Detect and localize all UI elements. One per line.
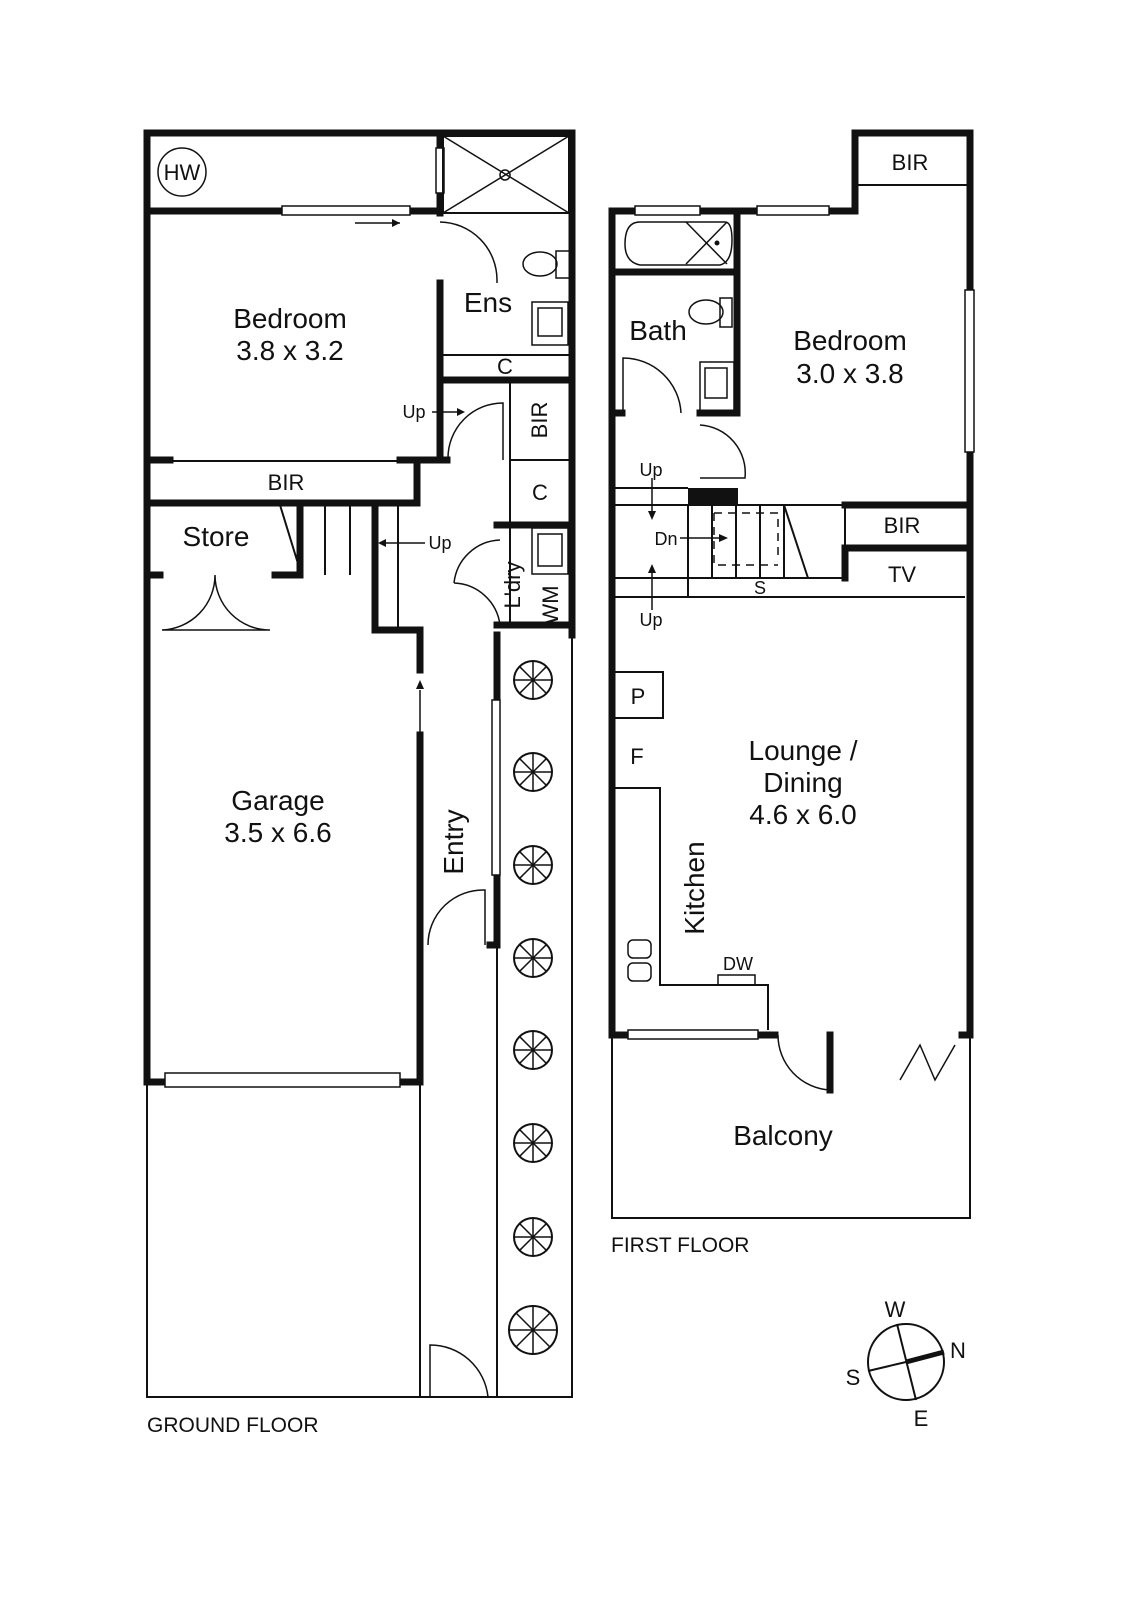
shrub-branch xyxy=(519,1129,534,1144)
wm-label: WM xyxy=(538,585,563,624)
shrub-branch xyxy=(519,864,534,879)
bir-small-label: BIR xyxy=(527,402,552,439)
up-label: Up xyxy=(402,402,425,422)
shrub-branch xyxy=(515,1312,534,1331)
garage-door xyxy=(164,1072,401,1088)
compass-n: N xyxy=(950,1338,966,1363)
bedroom-ff-label: Bedroom xyxy=(793,325,907,356)
storage-label: S xyxy=(754,578,766,598)
bir-top-label: BIR xyxy=(892,150,929,175)
shrub-branch xyxy=(532,1329,551,1348)
shrub-branch xyxy=(532,1142,547,1157)
shrub-branch xyxy=(519,679,534,694)
ground-floor-caption: GROUND FLOOR xyxy=(147,1414,319,1437)
shrub-branch xyxy=(532,758,547,773)
compass-w: W xyxy=(885,1297,906,1322)
tv-label: TV xyxy=(888,562,916,587)
bir-ff-label: BIR xyxy=(884,513,921,538)
bathtub xyxy=(624,221,733,266)
vanity xyxy=(531,301,569,346)
shrub-branch xyxy=(532,1129,547,1144)
bedroom-size: 3.8 x 3.2 xyxy=(236,335,343,366)
up-label-2: Up xyxy=(428,533,451,553)
compass-s: S xyxy=(846,1365,861,1390)
shrub-branch xyxy=(519,1036,534,1051)
shrub-branch xyxy=(519,957,534,972)
cupboard-label: C xyxy=(497,354,513,379)
dw-label: DW xyxy=(723,954,753,974)
shrub-branch xyxy=(532,1236,547,1251)
shrub-branch xyxy=(515,1329,534,1348)
shrub-branch xyxy=(519,1142,534,1157)
shrub-branch xyxy=(532,1223,547,1238)
balcony-label: Balcony xyxy=(733,1120,833,1151)
shrub-branch xyxy=(532,679,547,694)
entry-label: Entry xyxy=(438,809,469,874)
lounge-label-2: Dining xyxy=(763,767,842,798)
vanity-ff xyxy=(699,361,735,413)
planter-shrubs xyxy=(508,660,558,1355)
dishwasher xyxy=(717,974,756,986)
compass-e: E xyxy=(914,1406,929,1431)
laundry-label: L'dry xyxy=(500,562,525,609)
kitchen-label: Kitchen xyxy=(679,841,710,934)
hw-label: HW xyxy=(164,160,201,185)
shrub-branch xyxy=(519,666,534,681)
shrub-branch xyxy=(532,957,547,972)
shrub-branch xyxy=(532,666,547,681)
fridge-label: F xyxy=(630,744,643,769)
lounge-size: 4.6 x 6.0 xyxy=(749,799,856,830)
bir-label: BIR xyxy=(268,470,305,495)
shrub-branch xyxy=(519,771,534,786)
lounge-label-1: Lounge / xyxy=(749,735,858,766)
shrub-branch xyxy=(532,851,547,866)
shrub-branch xyxy=(532,1036,547,1051)
shrub-branch xyxy=(519,944,534,959)
up-ff-label: Up xyxy=(639,460,662,480)
compass: W N S E xyxy=(846,1297,966,1431)
washing-machine xyxy=(531,527,569,575)
shrub-branch xyxy=(532,944,547,959)
shrub-branch xyxy=(519,1236,534,1251)
first-floor-caption: FIRST FLOOR xyxy=(611,1234,749,1257)
shrub-branch xyxy=(519,758,534,773)
shrub-branch xyxy=(532,1049,547,1064)
shrub-branch xyxy=(532,864,547,879)
bedroom-ff-size: 3.0 x 3.8 xyxy=(796,358,903,389)
hot-water-unit xyxy=(157,147,207,197)
shower xyxy=(442,135,570,214)
first-floor: BIR Bath Bedroom 3.0 x 3.8 Up Dn Up BIR … xyxy=(608,129,975,1257)
sliding-window xyxy=(281,205,411,216)
shrub-branch xyxy=(519,1223,534,1238)
toilet xyxy=(522,251,558,277)
shrub-branch xyxy=(519,851,534,866)
pantry-label: P xyxy=(631,684,646,709)
store-label: Store xyxy=(183,521,250,552)
shrub-branch xyxy=(532,771,547,786)
shrub-branch xyxy=(519,1049,534,1064)
bedroom-label: Bedroom xyxy=(233,303,347,334)
up-ff-label-2: Up xyxy=(639,610,662,630)
down-label: Dn xyxy=(654,529,677,549)
toilet-ff xyxy=(688,299,724,325)
compass-icon xyxy=(867,1323,945,1401)
garage-size: 3.5 x 6.6 xyxy=(224,817,331,848)
shrub-branch xyxy=(532,1312,551,1331)
ensuite-label: Ens xyxy=(464,287,512,318)
ground-floor: HW Bedroom 3.8 x 3.2 Ens C BIR C BIR Sto… xyxy=(143,129,576,1437)
cupboard-label-2: C xyxy=(532,480,548,505)
garage-label: Garage xyxy=(231,785,324,816)
bath-label: Bath xyxy=(629,315,687,346)
